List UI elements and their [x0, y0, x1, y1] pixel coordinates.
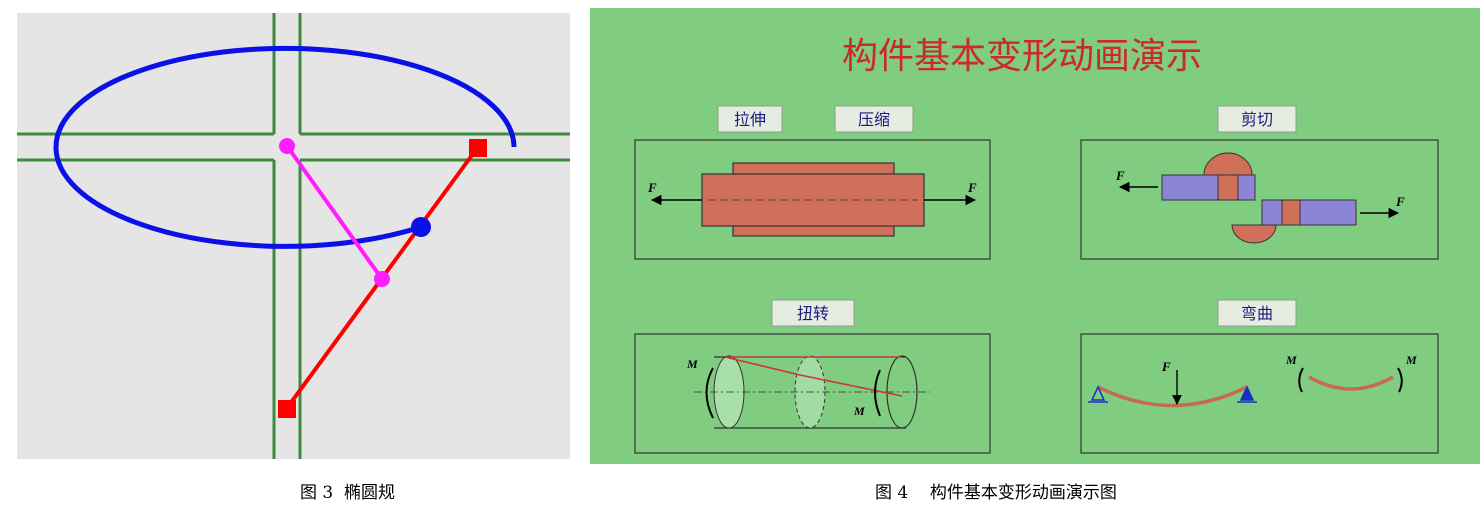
- shear-panel: F F: [1080, 139, 1439, 260]
- bending-panel: F M M: [1080, 333, 1439, 454]
- deformation-demo-figure: 构件基本变形动画演示 拉伸 压缩 剪切 F F: [590, 8, 1480, 464]
- twist-line: [724, 356, 903, 397]
- support-left: [1090, 385, 1106, 401]
- compression-button-label: 压缩: [858, 110, 890, 129]
- shear-upper-left-block: [1161, 174, 1219, 201]
- figure4-caption: 图 4 构件基本变形动画演示图: [875, 483, 1117, 503]
- moment-label-right: M: [853, 404, 865, 418]
- tension-button[interactable]: 拉伸: [717, 105, 783, 133]
- torsion-button[interactable]: 扭转: [771, 299, 855, 327]
- bending-button-label: 弯曲: [1241, 304, 1273, 323]
- force-label-left: F: [647, 180, 657, 195]
- torsion-panel: M M: [634, 333, 991, 454]
- shear-lower-right-block: [1299, 199, 1357, 226]
- bending-moment-label-right: M: [1405, 353, 1417, 367]
- shear-upper-arc: [1203, 152, 1253, 176]
- shear-button[interactable]: 剪切: [1217, 105, 1297, 133]
- shear-lower-arc: [1231, 224, 1277, 244]
- moment-right-arc: [874, 369, 881, 417]
- shear-force-label-right: F: [1395, 194, 1405, 209]
- slider-joint-top: [279, 138, 295, 154]
- shear-upper-right-block: [1237, 174, 1256, 201]
- torsion-button-label: 扭转: [797, 304, 829, 323]
- mid-joint: [374, 271, 390, 287]
- compression-button[interactable]: 压缩: [834, 105, 914, 133]
- traced-ellipse: [53, 45, 517, 249]
- shear-button-label: 剪切: [1241, 110, 1273, 129]
- tension-button-label: 拉伸: [734, 110, 766, 129]
- demo-title: 构件基本变形动画演示: [842, 36, 1202, 77]
- bending-moment-label-left: M: [1285, 353, 1297, 367]
- bent-beam-supported: [1097, 385, 1248, 408]
- bent-beam-pure: [1308, 375, 1394, 391]
- force-label-right: F: [967, 180, 977, 195]
- magenta-link: [285, 144, 384, 281]
- bending-button[interactable]: 弯曲: [1217, 299, 1297, 327]
- moment-arc-left: [1298, 367, 1304, 393]
- tracing-point: [411, 217, 431, 237]
- shear-upper-red: [1217, 174, 1239, 201]
- slider-block-top: [469, 139, 487, 157]
- moment-arc-right: [1397, 367, 1403, 393]
- figure3-background: [17, 13, 570, 459]
- bending-force-label: F: [1161, 359, 1171, 374]
- figure3-caption: 图 3 椭圆规: [300, 483, 396, 503]
- tension-panel: F F: [634, 139, 991, 260]
- moment-label-left: M: [686, 357, 698, 371]
- shear-lower-left-block: [1261, 199, 1283, 226]
- support-right: [1239, 385, 1255, 401]
- ellipse-compass-figure: [17, 13, 570, 459]
- slider-block-bottom: [278, 400, 296, 418]
- moment-left-arc: [705, 367, 714, 419]
- shear-force-label-left: F: [1115, 168, 1125, 183]
- shear-lower-red: [1281, 199, 1301, 226]
